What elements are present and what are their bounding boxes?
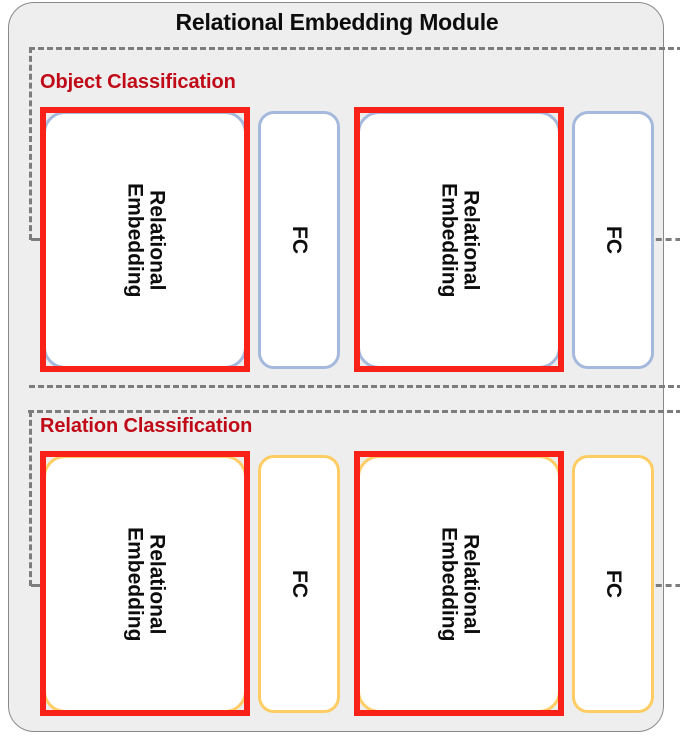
node-label-line2: Embedding — [123, 182, 146, 298]
node-label: Relational Embedding — [437, 183, 482, 297]
node-label: FC — [602, 226, 625, 254]
node-label-line1: Relational — [459, 533, 483, 635]
node-label-line1: Relational — [145, 189, 169, 291]
node-label-line1: Relational — [145, 533, 169, 635]
node-label-line2: Embedding — [123, 526, 146, 642]
relation-output-dashed-line — [646, 584, 680, 587]
object-section-dashed-left-line — [29, 47, 32, 240]
node-label: Relational Embedding — [123, 183, 168, 297]
node-label: FC — [288, 570, 311, 598]
relational-embedding-module-panel: Relational Embedding Module Object Class… — [8, 2, 680, 732]
relation-relational-embedding-2[interactable]: Relational Embedding — [357, 455, 561, 713]
page-title: Relational Embedding Module — [175, 9, 499, 35]
object-section-dashed-top-line — [29, 47, 680, 50]
relation-fc-1[interactable]: FC — [258, 455, 340, 713]
node-label: Relational Embedding — [437, 527, 482, 641]
object-fc-1[interactable]: FC — [258, 111, 340, 369]
object-fc-2[interactable]: FC — [572, 111, 654, 369]
object-input-arrow-stub — [31, 238, 45, 241]
object-classification-heading: Object Classification — [40, 71, 236, 93]
node-label-line2: Embedding — [437, 182, 460, 298]
node-label: FC — [602, 570, 625, 598]
relation-section-dashed-left-line — [29, 411, 32, 586]
relation-classification-heading: Relation Classification — [40, 415, 253, 437]
node-label-line1: Relational — [459, 189, 483, 291]
object-relational-embedding-2[interactable]: Relational Embedding — [357, 111, 561, 369]
relation-section-dashed-top-line — [28, 410, 680, 413]
object-section-dashed-bottom-line — [29, 385, 680, 388]
object-relational-embedding-1[interactable]: Relational Embedding — [43, 111, 247, 369]
node-label-line2: Embedding — [437, 526, 460, 642]
relation-fc-2[interactable]: FC — [572, 455, 654, 713]
relation-input-arrow-stub — [31, 584, 45, 587]
node-label: FC — [288, 226, 311, 254]
object-output-dashed-line — [646, 238, 680, 241]
relation-relational-embedding-1[interactable]: Relational Embedding — [43, 455, 247, 713]
node-label: Relational Embedding — [123, 527, 168, 641]
